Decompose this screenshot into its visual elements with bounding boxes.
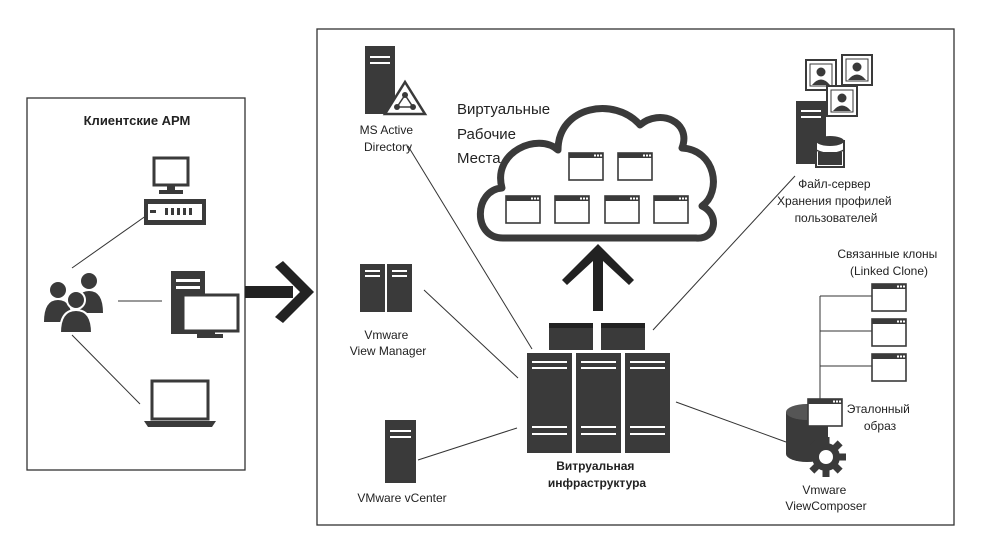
- users-icon: [44, 273, 103, 334]
- photo-profile-icon: [826, 85, 858, 117]
- client-connection-lines: [71, 212, 162, 405]
- view-manager-label: Vmware View Manager: [350, 328, 427, 358]
- gear-icon: [806, 437, 846, 477]
- linked-clone-windows: [871, 283, 907, 382]
- master-image-label: Эталонный образ: [847, 402, 913, 433]
- window-icon: [505, 195, 541, 224]
- window-icon: [807, 398, 843, 427]
- virtual-infrastructure-label: Витруальная инфраструктура: [548, 459, 647, 490]
- window-icon: [653, 195, 689, 224]
- client-panel-frame: [26, 97, 246, 471]
- infrastructure-connection-lines: [407, 145, 872, 461]
- linked-clones-label: Связанные клоны (Linked Clone): [837, 247, 940, 278]
- file-server-label: Файл-сервер Хранения профилей пользовате…: [777, 177, 895, 225]
- vcenter-server-icon: [385, 420, 416, 483]
- arrow-up-icon: [562, 244, 634, 311]
- photo-profile-icon: [841, 54, 873, 86]
- workstation-icon: [171, 271, 240, 338]
- laptop-icon: [144, 379, 216, 427]
- vcenter-label: VMware vCenter: [357, 491, 446, 505]
- database-icon: [815, 136, 845, 168]
- view-composer-icon: [786, 398, 846, 477]
- infrastructure-panel-frame: [316, 28, 955, 526]
- window-icon: [568, 152, 604, 181]
- window-icon: [871, 353, 907, 382]
- window-icon: [604, 195, 640, 224]
- ms-active-directory-label: MS Active Directory: [360, 123, 417, 154]
- view-composer-label: Vmware ViewComposer: [785, 483, 866, 513]
- client-panel-title: Клиентские АРМ: [84, 113, 191, 128]
- cloud-title: Виртуальные Рабочие Места: [457, 101, 554, 167]
- view-manager-server-rack-icon: [360, 264, 412, 312]
- file-server-icon: [796, 54, 873, 168]
- window-icon: [871, 318, 907, 347]
- window-icon: [554, 195, 590, 224]
- window-icon: [871, 283, 907, 312]
- desktop-computer-icon: [144, 156, 206, 225]
- virtual-infrastructure-servers-icon: [527, 323, 670, 453]
- ms-active-directory-server-icon: [365, 46, 428, 116]
- window-icon: [617, 152, 653, 181]
- arrow-right-icon: [245, 261, 314, 323]
